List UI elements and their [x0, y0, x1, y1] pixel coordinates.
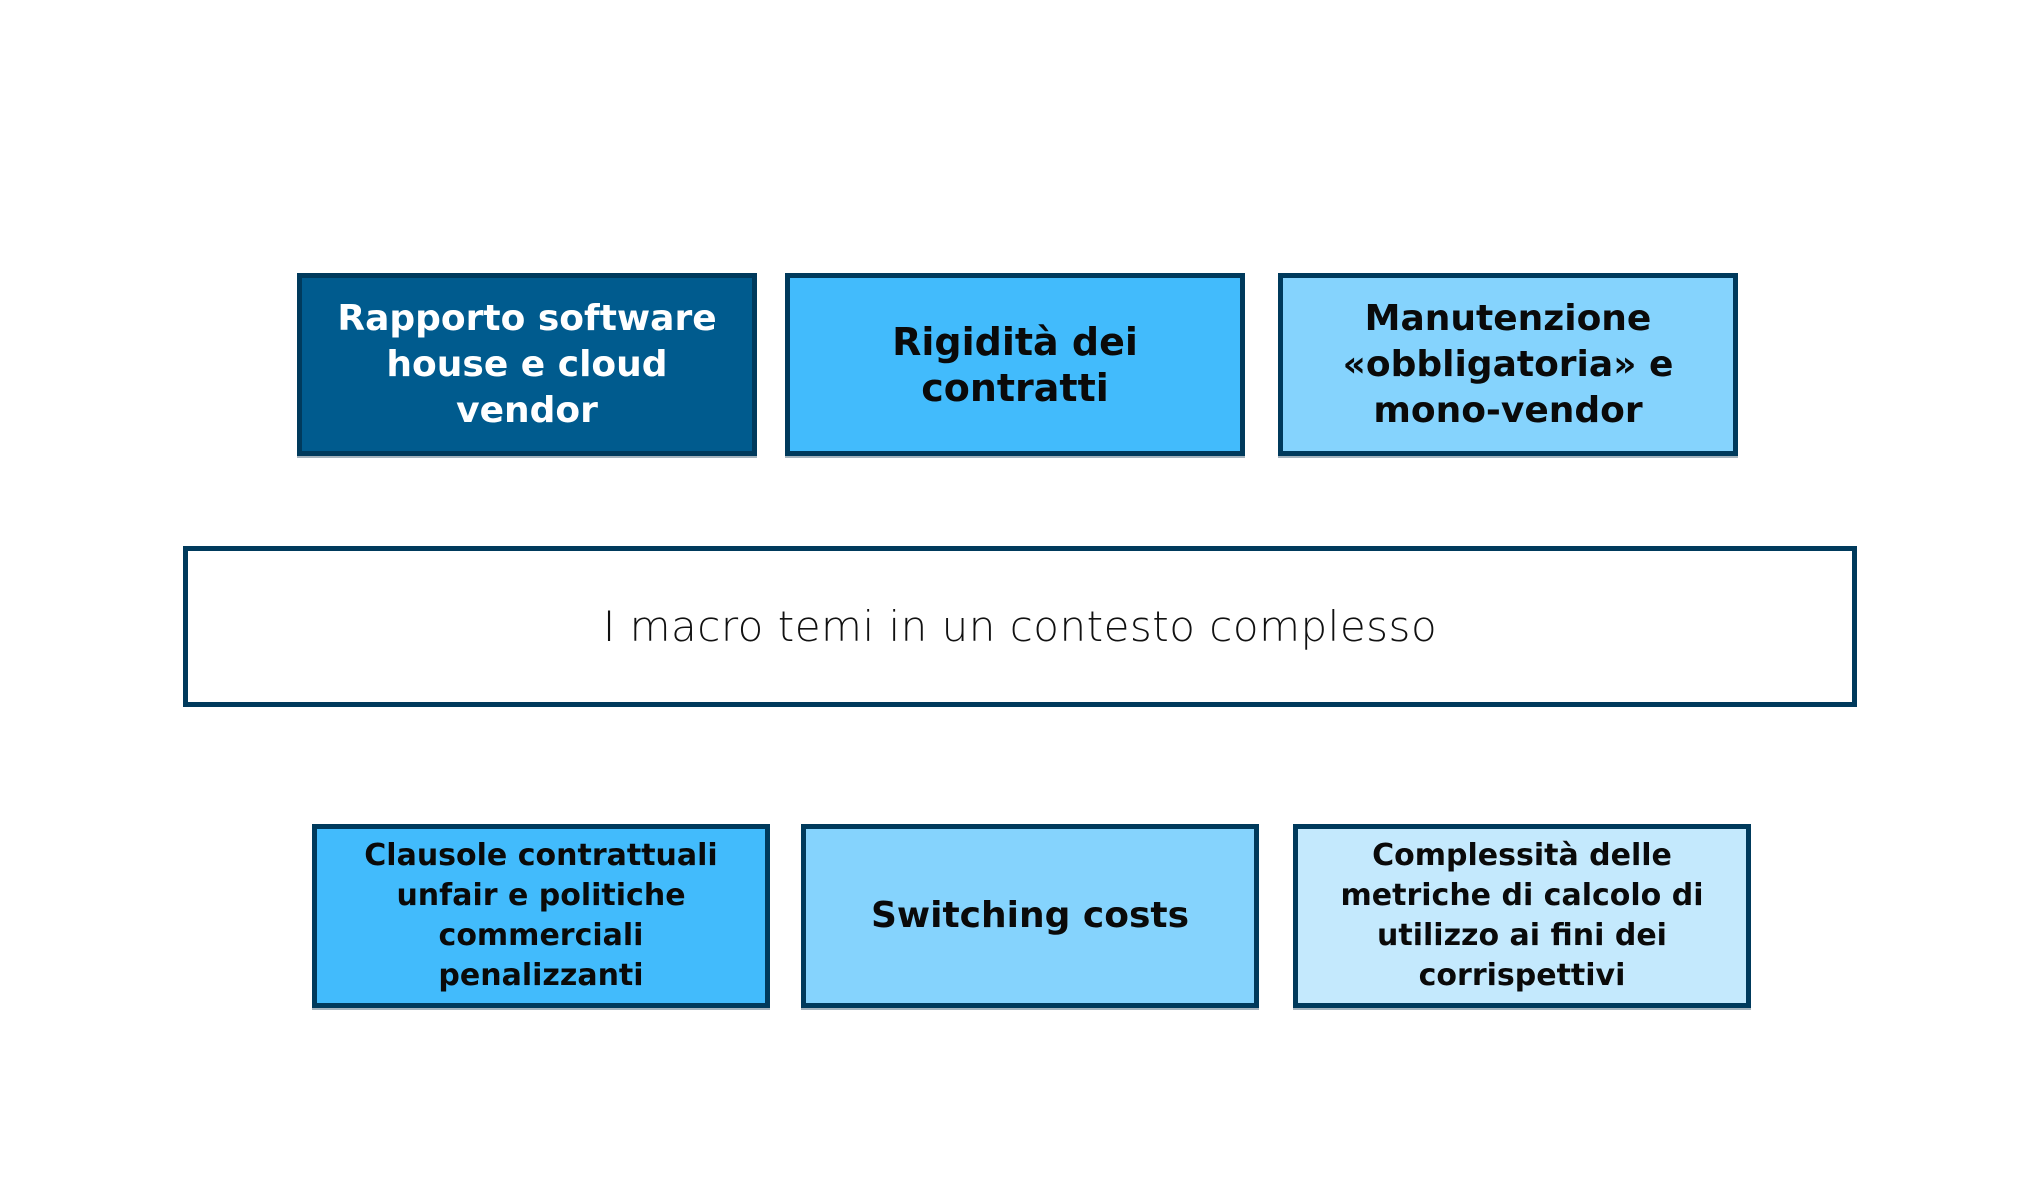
- bottom-glow-decoration: [222, 990, 1828, 1200]
- central-theme-label: I macro temi in un contesto complesso: [602, 602, 1438, 651]
- theme-box-rigidita-contratti: Rigidità dei contratti: [785, 273, 1245, 456]
- theme-box-clausole-unfair: Clausole contrattuali unfair e politiche…: [312, 824, 770, 1008]
- central-theme-box: I macro temi in un contesto complesso: [183, 546, 1857, 707]
- theme-label: Rigidità dei contratti: [892, 319, 1138, 410]
- theme-box-switching-costs: Switching costs: [801, 824, 1259, 1008]
- theme-label: Clausole contrattuali unfair e politiche…: [364, 838, 718, 993]
- theme-label: Manutenzione «obbligatoria» e mono-vendo…: [1342, 297, 1674, 431]
- theme-label: Switching costs: [870, 895, 1190, 936]
- theme-box-complessita-metriche: Complessità delle metriche di calcolo di…: [1293, 824, 1751, 1008]
- theme-label: Rapporto software house e cloud vendor: [337, 297, 717, 431]
- theme-box-manutenzione-obbligatoria: Manutenzione «obbligatoria» e mono-vendo…: [1278, 273, 1738, 456]
- theme-label: Complessità delle metriche di calcolo di…: [1340, 838, 1704, 993]
- theme-box-software-house-cloud-vendor: Rapporto software house e cloud vendor: [297, 273, 757, 456]
